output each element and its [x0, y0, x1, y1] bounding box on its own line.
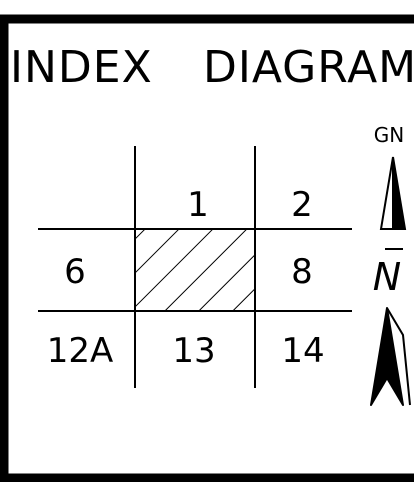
cell-label-2: 2 — [291, 185, 313, 225]
title-index: INDEX — [10, 42, 153, 93]
cell-label-1: 1 — [187, 185, 209, 225]
true-north-label: N — [373, 255, 401, 299]
cell-label-14: 14 — [281, 331, 324, 371]
north-arrow: GN N — [370, 123, 411, 406]
cell-label-12a: 12A — [47, 331, 114, 371]
cell-label-8: 8 — [291, 252, 313, 292]
grid-north-arrow-fill — [393, 157, 405, 229]
cell-label-6: 6 — [64, 252, 86, 292]
true-north-arrow-icon — [370, 307, 404, 406]
sheet-border — [0, 14, 414, 482]
cell-label-13: 13 — [172, 331, 215, 371]
grid-north-label: GN — [374, 123, 404, 147]
title-diagram: DIAGRAM — [203, 42, 414, 93]
current-sheet-hatch — [135, 229, 255, 311]
